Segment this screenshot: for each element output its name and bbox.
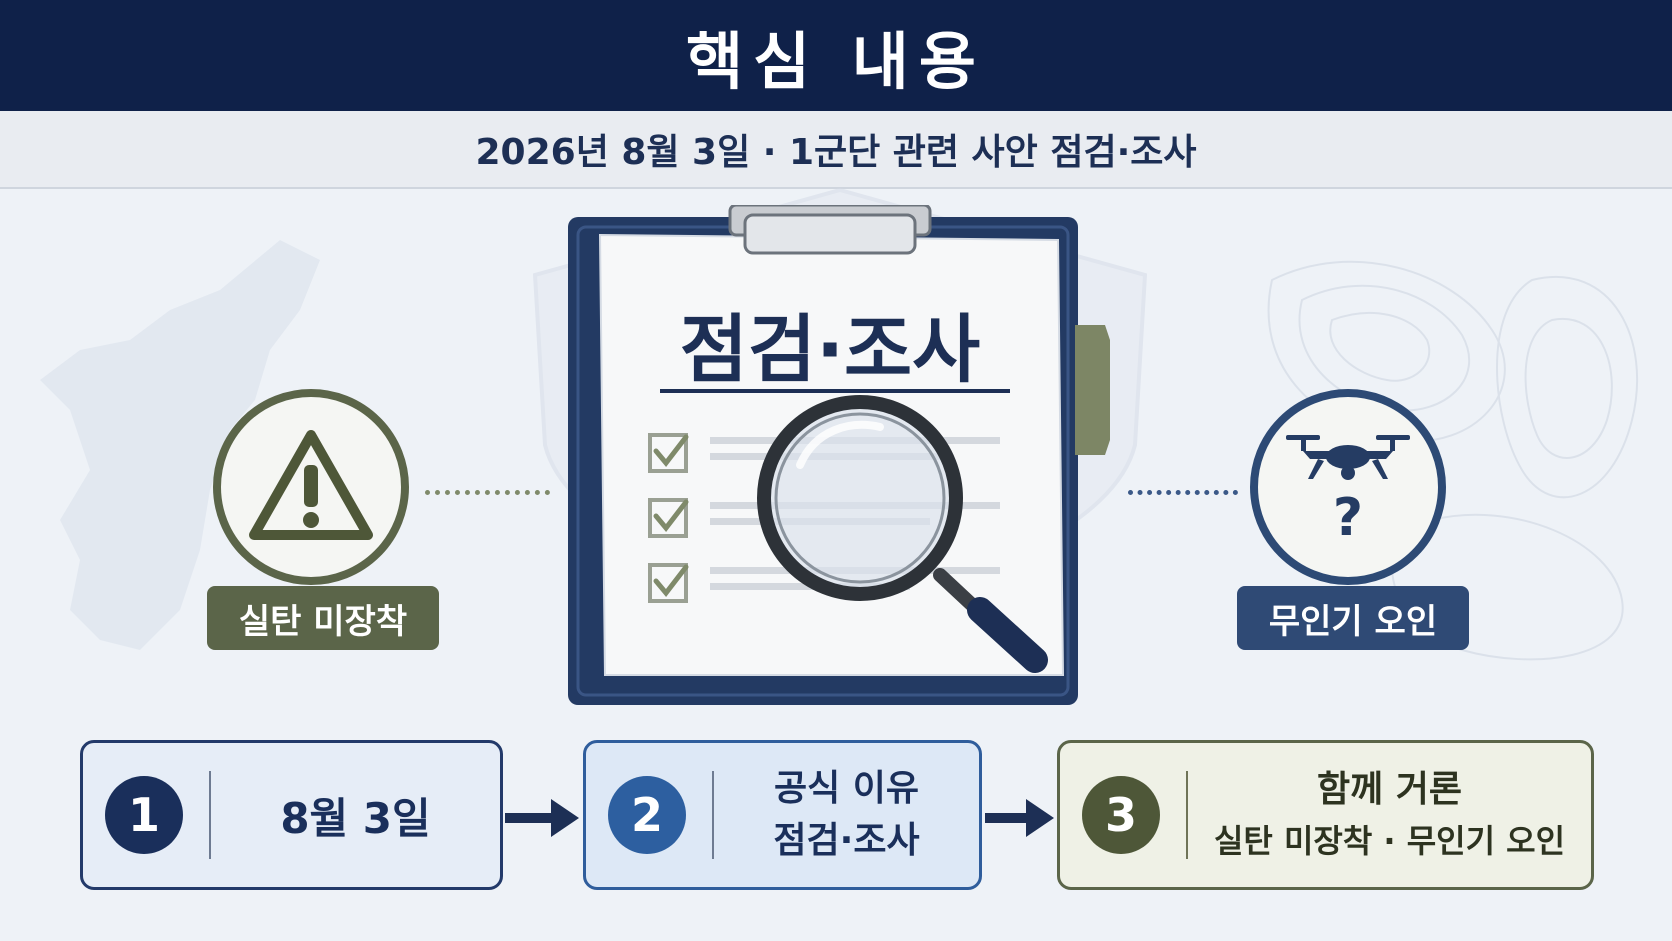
step-2-line-1: 공식 이유 [773,768,919,809]
step-2-number: 2 [608,776,686,854]
step-1-line-1: 8월 3일 [280,793,431,843]
svg-text:?: ? [1333,488,1363,548]
arrow-2-icon [985,799,1054,837]
topographic-background [1267,260,1639,661]
step-1-number: 1 [105,776,183,854]
step-2-box: 2 공식 이유 점검·조사 [583,740,982,890]
clipboard-illustration [568,205,1110,705]
step-1-box: 1 8월 3일 [80,740,503,890]
drone-question-icon: ? [1286,435,1410,548]
step-3-number: 3 [1082,776,1160,854]
arrow-1-icon [505,799,579,837]
connector-dots-left [425,490,550,495]
step-2-line-2: 점검·조사 [773,820,920,861]
title-bar: 핵심 내용 [0,0,1672,111]
document-title: 점검·조사 [679,307,981,393]
step-2-divider [712,771,714,859]
step-3-line-2: 실탄 미장착 · 무인기 오인 [1213,822,1566,860]
warning-icon [249,430,373,540]
step-3-box: 3 함께 거론 실탄 미장착 · 무인기 오인 [1057,740,1594,890]
page-title: 핵심 내용 [686,24,986,98]
step-2-text: 공식 이유 점검·조사 [714,763,979,867]
step-3-divider [1186,771,1188,859]
step-1-divider [209,771,211,859]
step-3-line-1: 함께 거론 [1316,769,1462,810]
step-1-text: 8월 3일 [211,785,500,846]
right-item-label: 무인기 오인 [1237,586,1469,650]
korea-map-background [40,240,320,650]
subtitle-bar: 2026년 8월 3일 · 1군단 관련 사안 점검·조사 [0,111,1672,189]
page-subtitle: 2026년 8월 3일 · 1군단 관련 사안 점검·조사 [475,132,1197,173]
left-item-label: 실탄 미장착 [207,586,439,650]
warning-circle [213,389,409,585]
connector-dots-right [1128,490,1238,495]
step-3-text: 함께 거론 실탄 미장착 · 무인기 오인 [1188,764,1591,866]
drone-circle: ? [1250,389,1446,585]
